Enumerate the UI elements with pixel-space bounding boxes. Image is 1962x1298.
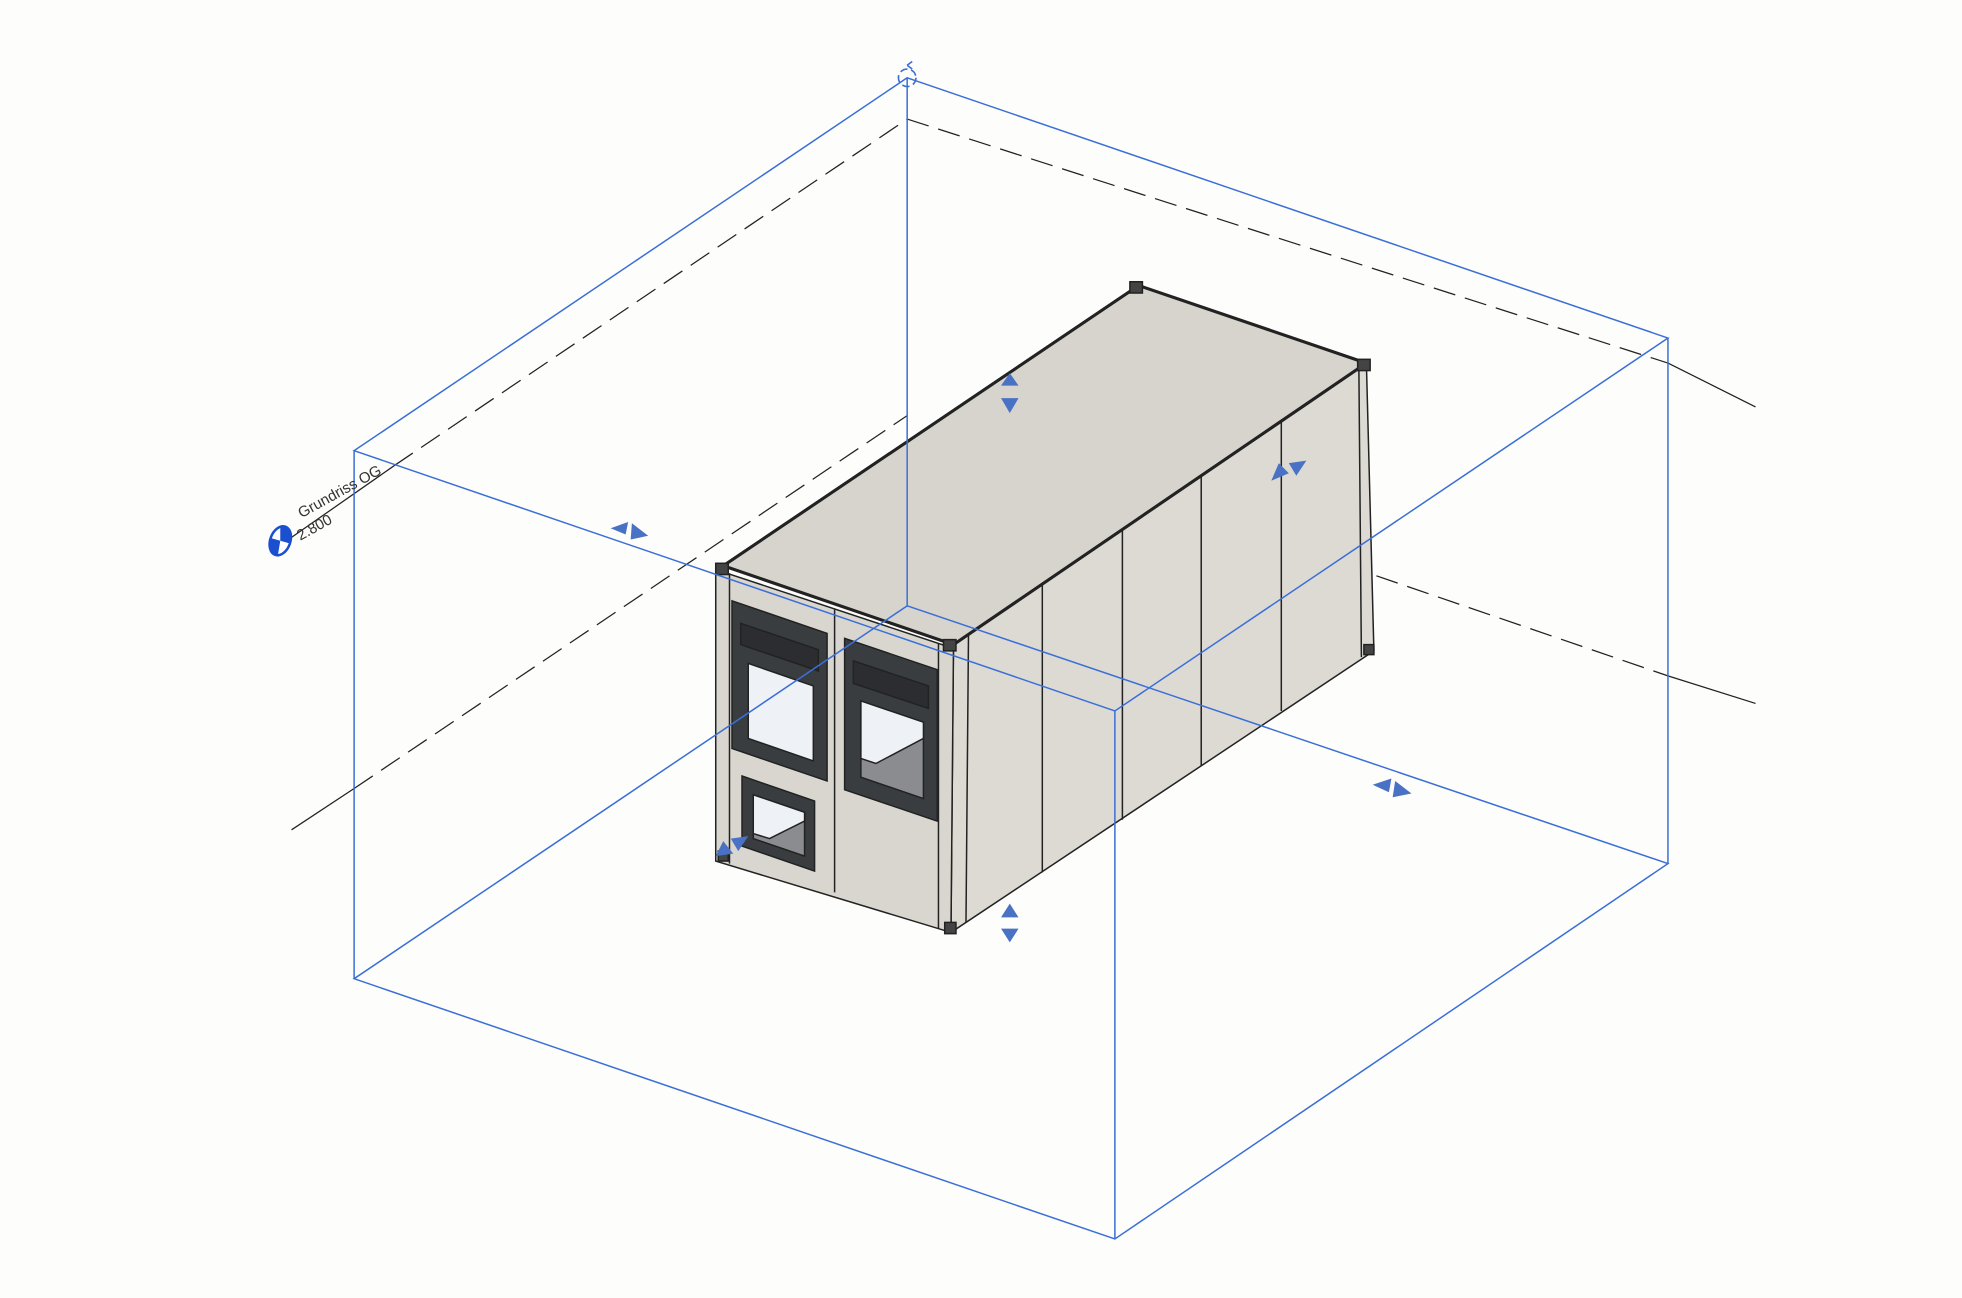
level-plane-lines [289, 118, 1756, 831]
level-name[interactable]: Grundriss OG [295, 462, 384, 522]
resize-arrow-icon[interactable] [715, 836, 749, 857]
resize-arrow-icon[interactable] [1372, 778, 1412, 798]
section-box[interactable] [352, 76, 1670, 1240]
window-left [731, 599, 828, 783]
resize-arrow-icon[interactable] [1271, 460, 1307, 481]
resize-arrow-icon[interactable] [1001, 373, 1019, 414]
window-small [741, 774, 816, 873]
resize-arrow-icon[interactable] [610, 521, 649, 540]
side-panel-lines [965, 369, 1363, 923]
resize-arrow-icon[interactable] [1001, 903, 1019, 943]
container[interactable] [714, 280, 1375, 935]
view-rotate-icon[interactable] [897, 60, 917, 88]
corner-castings [714, 280, 1375, 935]
level-leader-line [289, 465, 395, 539]
window-right [843, 637, 938, 823]
level-head-icon[interactable] [266, 523, 295, 558]
